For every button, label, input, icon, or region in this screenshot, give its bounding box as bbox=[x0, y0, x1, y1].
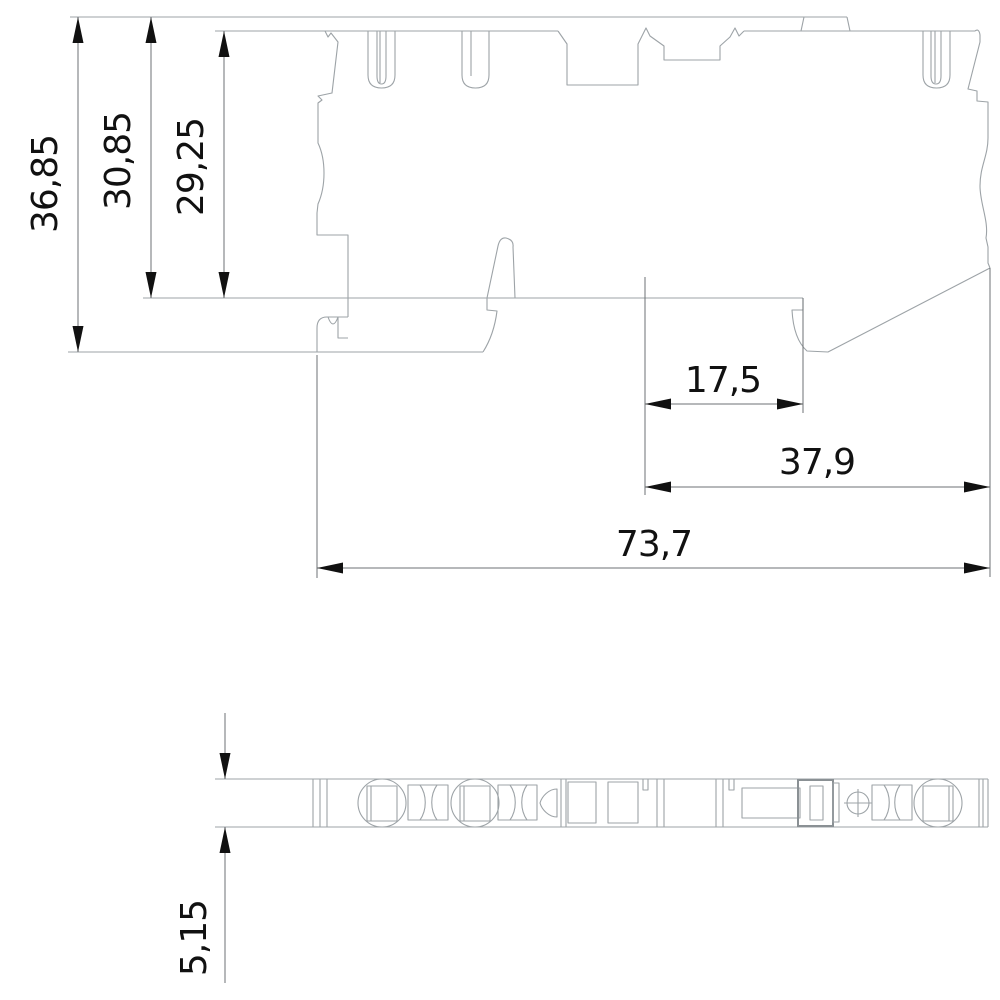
dimension-channel-to-right-edge: 37,9 bbox=[645, 268, 991, 577]
latch-block bbox=[797, 779, 834, 827]
arrow-down bbox=[218, 272, 230, 298]
dim-label-overall-height: 36,85 bbox=[25, 135, 66, 233]
test-slot-a bbox=[367, 31, 396, 89]
test-slot-b bbox=[461, 31, 490, 89]
latch-inner bbox=[809, 785, 824, 821]
strip-mid-dividers bbox=[560, 779, 567, 827]
strip-right-dividers bbox=[978, 779, 984, 827]
arrow-left bbox=[317, 562, 343, 574]
dimension-channel-to-right-foot: 17,5 bbox=[644, 277, 804, 495]
strip-edges bbox=[215, 778, 989, 828]
dim-label-body-to-channel: 29,25 bbox=[171, 118, 212, 216]
arrow-up bbox=[145, 17, 157, 43]
dimension-overall-width: 73,7 bbox=[316, 355, 990, 578]
crosshair-hole bbox=[844, 789, 872, 817]
arrow-down bbox=[72, 326, 84, 352]
dim-label-channel-to-right-edge: 37,9 bbox=[779, 442, 855, 483]
left-edge-profile bbox=[316, 30, 349, 317]
right-edge-profile bbox=[967, 29, 991, 269]
arrow-up bbox=[219, 827, 231, 853]
arrow-left bbox=[645, 398, 671, 410]
din-rail-notch bbox=[557, 27, 745, 86]
arrow-right bbox=[964, 481, 990, 493]
dim-label-strip-thickness: 5,15 bbox=[174, 900, 215, 976]
mid-rect-2 bbox=[607, 781, 639, 824]
side-view bbox=[68, 16, 991, 353]
bowtie-cutout-2 bbox=[497, 784, 538, 821]
dim-label-channel-to-right-foot: 17,5 bbox=[685, 360, 761, 401]
arrow-right bbox=[777, 398, 803, 410]
dimension-strip-thickness: 5,15 bbox=[174, 713, 231, 983]
clamp-circle-1 bbox=[357, 778, 407, 828]
release-lever bbox=[482, 237, 516, 353]
dimension-body-to-channel: 29,25 bbox=[171, 31, 230, 298]
dim-label-cover-to-channel: 30,85 bbox=[98, 112, 139, 210]
top-cover-lines bbox=[70, 16, 975, 32]
arrow-down bbox=[219, 753, 231, 779]
bowtie-cutout-3 bbox=[871, 784, 913, 821]
bowtie-cutout-1 bbox=[407, 784, 449, 821]
left-foot bbox=[316, 316, 483, 353]
right-foot bbox=[791, 267, 991, 353]
arrow-up bbox=[218, 31, 230, 57]
dimension-overall-height: 36,85 bbox=[25, 17, 84, 352]
teardrop-opening bbox=[539, 788, 558, 818]
dim-label-overall-width: 73,7 bbox=[616, 524, 692, 565]
arrow-right bbox=[964, 562, 990, 574]
clamp-circle-3 bbox=[913, 778, 963, 828]
dimension-cover-to-channel: 30,85 bbox=[98, 17, 157, 298]
arrow-down bbox=[145, 272, 157, 298]
arrow-left bbox=[645, 481, 671, 493]
rail-channel-dividers bbox=[642, 779, 735, 827]
test-slot-c bbox=[922, 31, 951, 89]
socket-rect bbox=[741, 787, 801, 819]
bottom-view bbox=[215, 778, 989, 828]
arrow-up bbox=[72, 17, 84, 43]
clamp-circle-2 bbox=[450, 778, 500, 828]
mid-rect-1 bbox=[567, 781, 597, 824]
latch-side-rect bbox=[832, 782, 840, 823]
strip-left-dividers bbox=[312, 779, 328, 827]
